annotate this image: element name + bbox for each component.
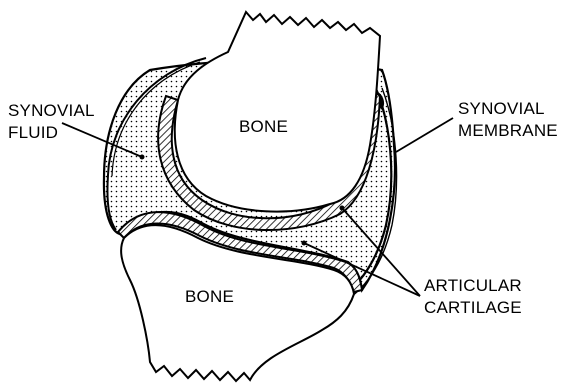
label-synovial-membrane: SYNOVIAL MEMBRANE: [458, 98, 558, 142]
leader-synovial-membrane: [396, 118, 453, 152]
label-bone-bottom: BONE: [185, 286, 234, 308]
top-bone: [175, 12, 380, 212]
label-synovial-fluid-line1: SYNOVIAL: [8, 100, 95, 122]
label-synovial-fluid: SYNOVIAL FLUID: [8, 100, 95, 144]
label-bone-top: BONE: [239, 116, 288, 138]
label-articular-cartilage: ARTICULAR CARTILAGE: [424, 275, 522, 319]
label-synovial-membrane-line2: MEMBRANE: [458, 120, 558, 142]
label-articular-cartilage-line1: ARTICULAR: [424, 275, 522, 297]
label-synovial-membrane-line1: SYNOVIAL: [458, 98, 558, 120]
label-articular-cartilage-line2: CARTILAGE: [424, 297, 522, 319]
label-synovial-fluid-line2: FLUID: [8, 122, 95, 144]
